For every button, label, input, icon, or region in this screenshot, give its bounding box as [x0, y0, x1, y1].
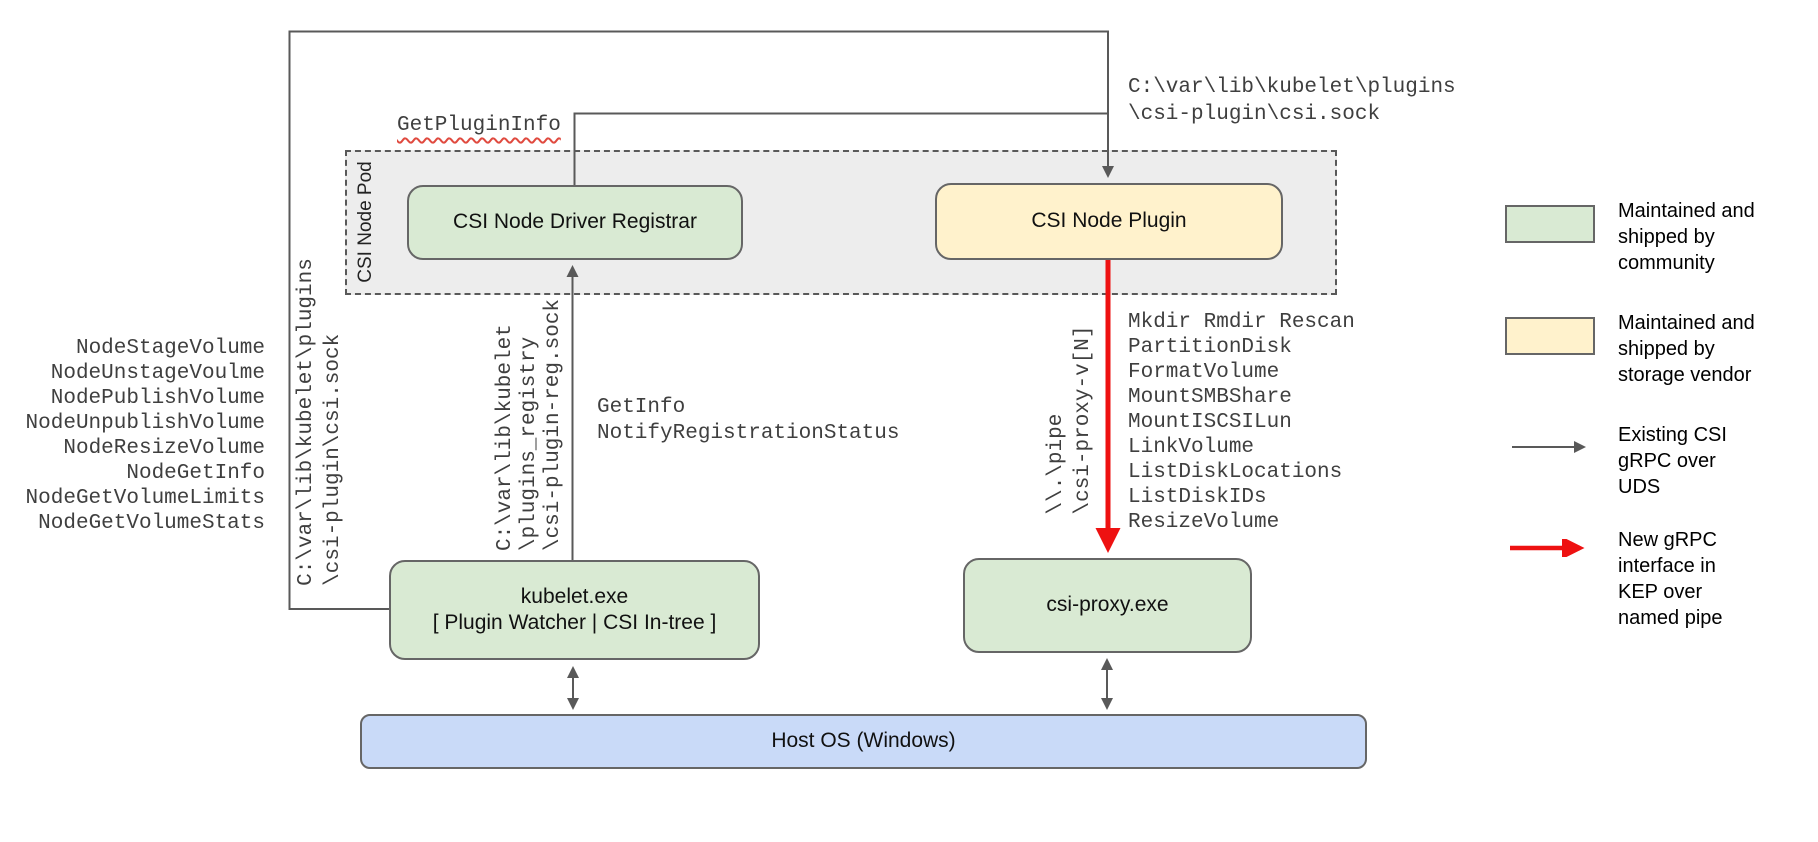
csi-sock-path-vertical-label: C:\var\lib\kubelet\plugins \csi-plugin\c… — [295, 258, 345, 586]
legend-uds-arrow — [1512, 441, 1586, 453]
legend-community-swatch — [1505, 205, 1595, 243]
legend-vendor-swatch — [1505, 317, 1595, 355]
named-pipe-label: \\.\pipe \csi-proxy-v[N] — [1045, 325, 1095, 515]
csi-sock-path-label: C:\var\lib\kubelet\plugins \csi-plugin\c… — [1128, 76, 1456, 126]
legend-pipe-text: New gRPC interface in KEP over named pip… — [1618, 529, 1723, 629]
kubelet-label-line2: [ Plugin Watcher | CSI In-tree ] — [432, 611, 717, 634]
legend-pipe-arrow — [1510, 539, 1585, 557]
csi-proxy-api-calls-list: Mkdir Rmdir Rescan PartitionDisk FormatV… — [1128, 311, 1355, 534]
csi-node-driver-registrar-label: CSI Node Driver Registrar — [453, 210, 697, 234]
kubelet-label-line1: kubelet.exe — [520, 584, 629, 608]
csi-node-driver-registrar-box: CSI Node Driver Registrar — [407, 185, 743, 260]
kubelet-box: kubelet.exe [ Plugin Watcher | CSI In-tr… — [389, 560, 760, 660]
registry-sock-path-label: C:\var\lib\kubelet \plugins_registry \cs… — [494, 298, 565, 552]
kubelet-to-plugin-arrow — [288, 30, 1114, 610]
registration-calls-list: GetInfo NotifyRegistrationStatus — [597, 396, 900, 445]
legend-vendor-text: Maintained and shipped by storage vendor — [1618, 312, 1755, 386]
host-os-label: Host OS (Windows) — [771, 729, 956, 753]
node-rpc-calls-list: NodeStageVolume NodeUnstageVoulme NodePu… — [25, 337, 265, 535]
legend-uds-text: Existing CSI gRPC over UDS — [1618, 424, 1727, 498]
csi-node-plugin-label: CSI Node Plugin — [1031, 209, 1187, 233]
registrar-to-plugin-line — [573, 112, 1108, 185]
legend-community-text: Maintained and shipped by community — [1618, 200, 1755, 274]
csi-node-pod-label: CSI Node Pod — [355, 161, 376, 283]
host-os-box: Host OS (Windows) — [360, 714, 1367, 769]
csi-node-plugin-box: CSI Node Plugin — [935, 183, 1283, 260]
getplugininfo-label: GetPluginInfo — [397, 114, 561, 137]
csi-proxy-label: csi-proxy.exe — [1046, 593, 1169, 617]
csi-proxy-box: csi-proxy.exe — [963, 558, 1252, 653]
